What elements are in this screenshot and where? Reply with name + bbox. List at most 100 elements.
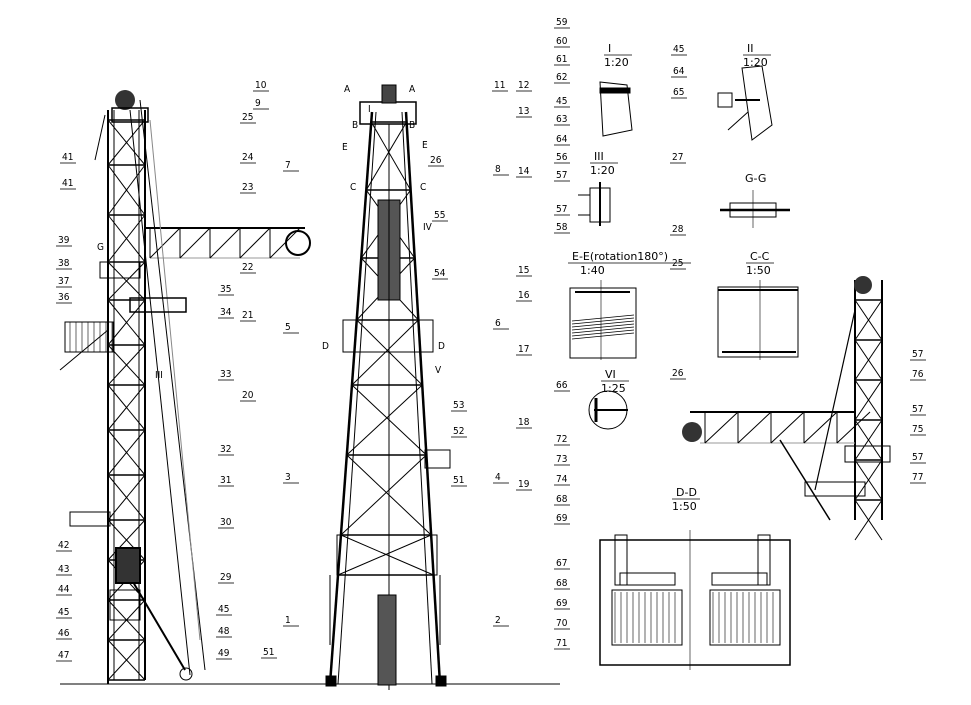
platform [69,511,111,527]
part-label: 41 [62,152,73,163]
rope-wrap [571,317,635,325]
structure-line [779,439,831,521]
part-label: 42 [58,540,69,551]
platform [129,297,187,313]
drawworks [115,547,141,584]
foot [435,675,447,687]
derrick-diagonal [346,384,423,456]
part-label: 75 [912,424,923,435]
part-label: 16 [518,290,530,301]
part-label: 22 [242,262,253,273]
rope [149,119,201,641]
part-label: 25 [672,258,683,269]
structure-line [854,499,883,541]
view-title: III [594,150,604,163]
part-label: 46 [58,628,70,639]
part-label: 57 [912,452,923,463]
view-scale: 1:20 [743,56,768,69]
part-label: 28 [672,224,684,235]
part-label: 69 [556,513,568,524]
part-label: 66 [556,380,568,391]
part-label: 33 [220,369,231,380]
part-label: 2 [495,615,501,626]
part-label: 58 [556,222,568,233]
part-label: 26 [430,155,442,166]
part-label: 60 [556,36,568,47]
structure-line [770,411,805,444]
part-label: 23 [242,182,253,193]
rope-wrap [571,323,635,331]
part-label: 24 [242,152,254,163]
part-label: 39 [58,235,70,246]
mast-diagonal [107,119,146,166]
part-label: 68 [556,578,568,589]
rope-wrap [571,326,635,334]
structure-line [209,227,241,259]
part-label: E [422,140,428,151]
platform-grid [64,321,114,353]
part-label: B [352,120,358,131]
part-label: B [409,120,415,131]
derrick-diagonal [340,534,434,576]
part-label: 65 [673,87,684,98]
structure-line [854,339,883,381]
rig-floor [336,534,438,576]
mast-diagonal [107,639,146,681]
mast-diagonal [107,261,146,301]
part-label: 3 [285,472,291,483]
part-label: 68 [556,494,568,505]
derrick-diagonal [370,121,412,191]
part-label: 51 [263,647,274,658]
part-label: 9 [255,98,261,109]
part-label: 25 [242,112,253,123]
top-frame [111,107,149,123]
platform [804,481,866,497]
part-label: 18 [518,417,530,428]
post [757,534,771,586]
part-label: 19 [518,479,530,490]
part-label: 45 [556,96,567,107]
part-label: 36 [58,292,70,303]
part-label: 76 [912,369,924,380]
derrick-diagonal [340,454,427,536]
view-scale: 1:40 [580,264,605,277]
part-label: 56 [556,152,568,163]
part-label: A [344,84,351,95]
part-label: 45 [58,607,69,618]
part-label: 41 [62,178,73,189]
section-c-c [717,286,799,358]
part-label: 13 [518,106,529,117]
part-label: 43 [58,564,69,575]
part-label: C [350,182,356,193]
part-label: 8 [495,164,501,175]
crown-block [381,84,397,104]
mast-diagonal [107,384,146,431]
detail-i-plate [599,87,631,94]
part-label: 77 [912,472,923,483]
drum-left [611,589,683,646]
rope-wrap [571,332,635,340]
part-label: 64 [673,66,685,77]
part-label: 44 [58,584,70,595]
part-label: 57 [556,204,567,215]
platform [844,445,891,463]
structure-line [94,114,106,161]
part-label: 26 [672,368,684,379]
part-label: III [155,370,163,381]
structure-line [854,299,883,341]
part-label: A [409,84,416,95]
part-label: 49 [218,648,230,659]
view-scale: 1:50 [672,500,697,513]
detail-ii-box [717,92,733,108]
part-label: 7 [285,160,291,171]
section-e-e [569,287,637,359]
part-label: E [342,142,348,153]
part-label: 70 [556,618,568,629]
part-label: 6 [495,318,501,329]
rope-wrap [571,314,635,322]
part-label: D [438,341,445,352]
winch-drum [285,230,311,256]
part-label: 54 [434,268,446,279]
